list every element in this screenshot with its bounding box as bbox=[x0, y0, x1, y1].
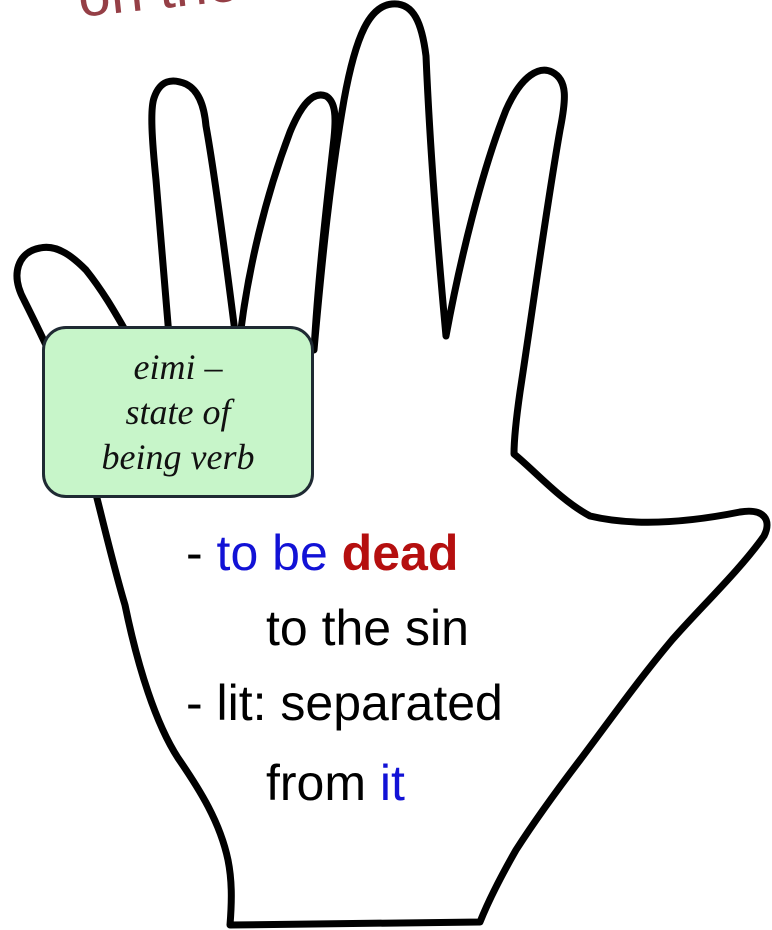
from-word: from bbox=[266, 755, 380, 811]
callout-line-3: being verb bbox=[101, 436, 255, 477]
definition-line-to-be-dead: - to be dead bbox=[186, 528, 458, 578]
definition-line-lit-separated: - lit: separated bbox=[186, 675, 503, 731]
eimi-callout-box: eimi – state of being verb bbox=[42, 326, 314, 498]
line1-dash: - bbox=[186, 525, 217, 581]
to-be-phrase: to be bbox=[216, 525, 328, 581]
it-word: it bbox=[379, 755, 405, 811]
callout-line-2: state of bbox=[125, 391, 231, 432]
callout-line-1: eimi – bbox=[133, 346, 223, 387]
line1-space bbox=[328, 525, 342, 581]
dead-word: dead bbox=[341, 525, 459, 581]
definition-line-to-the-sin: to the sin bbox=[266, 600, 469, 656]
definition-line-from-it: from it bbox=[266, 758, 405, 808]
